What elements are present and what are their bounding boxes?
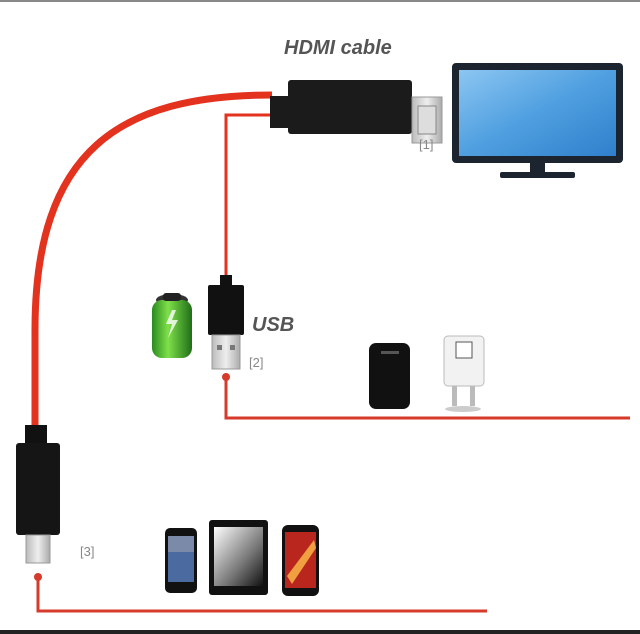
tv-monitor-icon (452, 63, 623, 178)
hdmi-cable-label: HDMI cable (284, 37, 392, 59)
main-red-cable (31, 91, 273, 432)
usb-red-cable (224, 113, 272, 290)
usb-power-line (224, 377, 630, 420)
hdmi-connector (270, 80, 443, 144)
micro-usb-line (36, 577, 487, 613)
ref-label-1: [1] (419, 137, 433, 152)
micro-usb-line-dot (34, 573, 42, 581)
wall-charger-icon (443, 335, 485, 412)
bottom-border (0, 630, 640, 634)
battery-icon (152, 293, 192, 358)
micro-usb-connector (16, 425, 60, 564)
power-bank-icon (369, 343, 410, 409)
smartphone-icon (282, 525, 319, 596)
ref-label-2: [2] (249, 355, 263, 370)
usb-label: USB (252, 314, 294, 336)
smartphone-icon (165, 528, 197, 593)
usb-connector (208, 275, 244, 370)
top-border (0, 0, 640, 2)
usb-line-dot (222, 373, 230, 381)
tablet-icon (209, 520, 268, 595)
ref-label-3: [3] (80, 544, 94, 559)
